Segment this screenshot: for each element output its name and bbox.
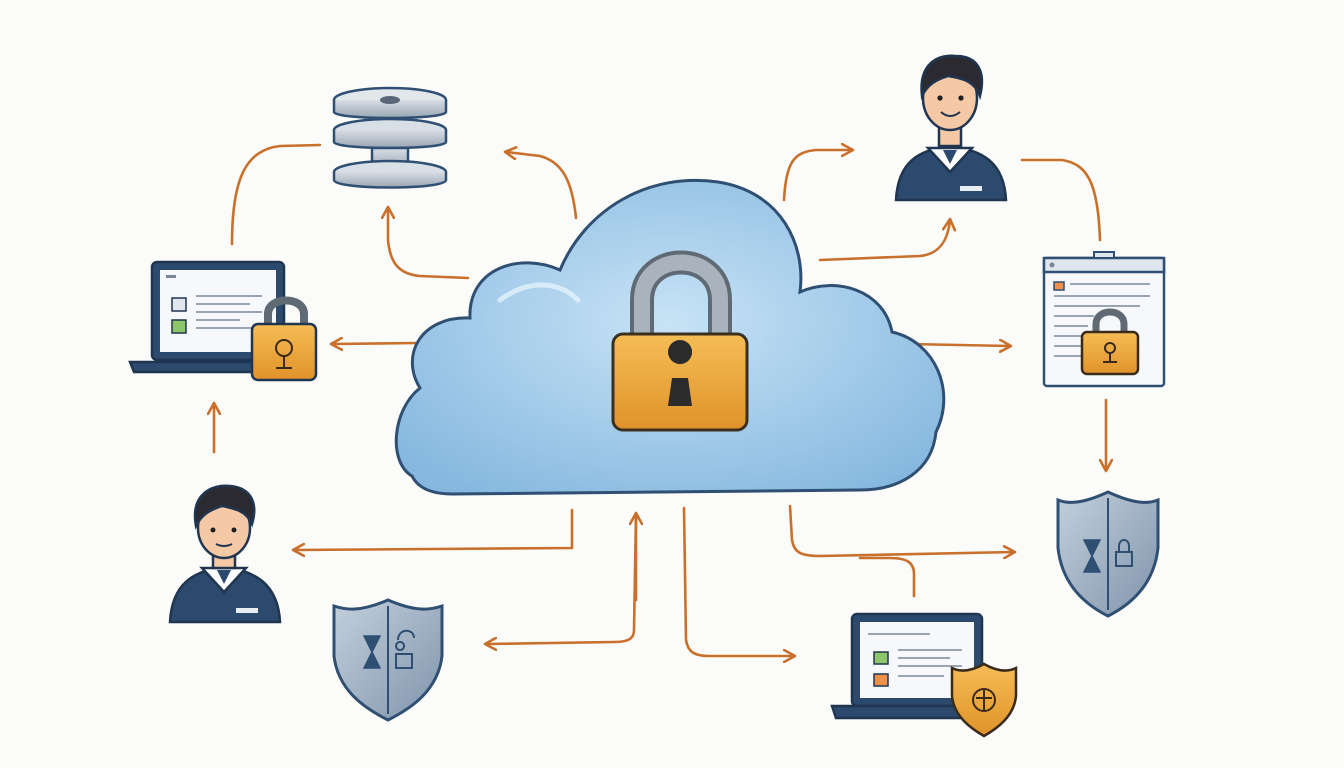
arrow-cloud-to-server-lower [388, 208, 470, 280]
shield-bottom-icon [332, 598, 444, 722]
user-badge-icon [395, 641, 413, 669]
arrow-cloud-to-laptop [332, 343, 418, 344]
hourglass-icon [362, 635, 382, 669]
server-disk-icon [380, 96, 400, 104]
hourglass-icon [1082, 539, 1102, 573]
locked-document-icon [1042, 251, 1166, 388]
small-lock-icon [250, 322, 318, 382]
cloud-lock-icon [394, 178, 946, 496]
arrow-server-to-laptop [230, 143, 322, 246]
arrow-cloud-to-server-upper [506, 152, 578, 220]
laptop-shield-icon [830, 612, 1018, 738]
user-hair [920, 54, 984, 101]
server-stack-icon [332, 86, 448, 189]
arrow-cloud-to-document [906, 344, 1010, 346]
user-hair [193, 484, 256, 530]
user-top-icon [894, 54, 1008, 202]
arrow-cloud-to-user-left [294, 508, 574, 550]
arrow-laptop-bottom-link [858, 556, 916, 598]
arrow-cloud-to-shield-bottom [486, 512, 638, 644]
keyhole-icon [668, 340, 693, 406]
arrow-user-to-document [1020, 158, 1102, 242]
laptop-lock-icon [128, 260, 318, 382]
shield-right-icon [1056, 490, 1160, 618]
arrow-cloud-to-user-top-lower [818, 220, 950, 262]
user-left-icon [168, 484, 282, 624]
arrow-cloud-to-laptop-bottom [682, 506, 794, 656]
cloud-highlight [497, 282, 581, 303]
arrow-cloud-to-user-top-upper [782, 150, 852, 202]
lock-badge-icon [1115, 551, 1133, 567]
arrow-cloud-to-shield-right [788, 504, 1014, 556]
